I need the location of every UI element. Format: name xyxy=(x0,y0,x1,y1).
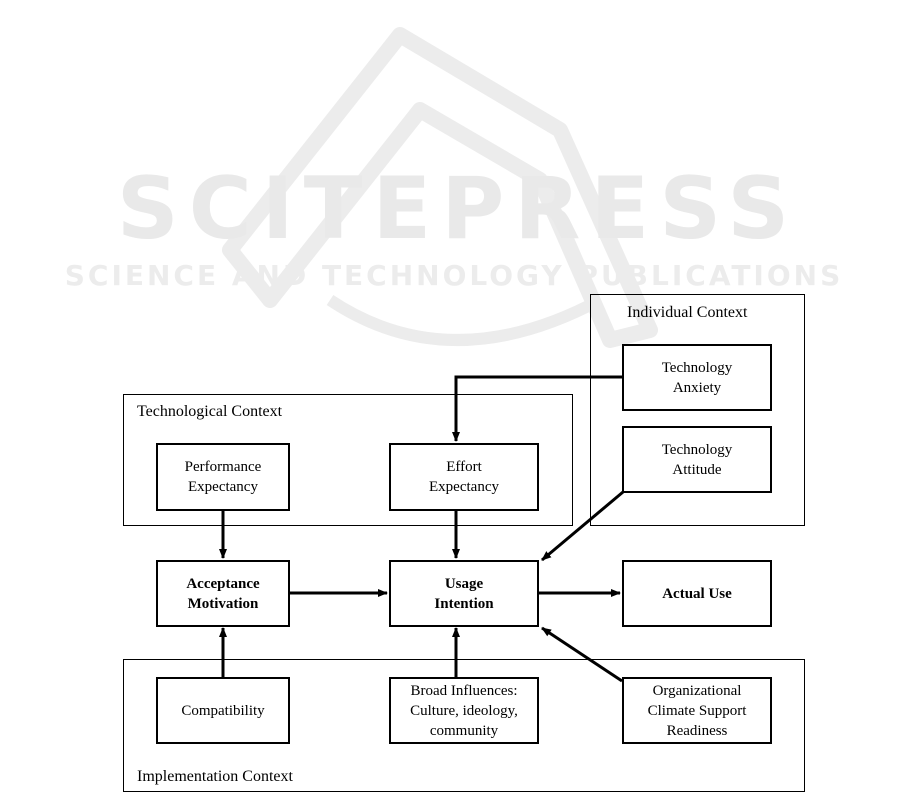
arrow-attitude-to-usage xyxy=(541,490,624,562)
technological-context-frame xyxy=(123,394,573,526)
acceptance-motivation-box: Acceptance Motivation xyxy=(156,560,290,627)
technology-anxiety-box: Technology Anxiety xyxy=(622,344,772,411)
compatibility-label: Compatibility xyxy=(181,702,265,719)
effort-expectancy-label: Effort Expectancy xyxy=(429,459,499,495)
organizational-climate-label: Organizational Climate Support Readiness xyxy=(647,682,747,739)
usage-intention-box: Usage Intention xyxy=(389,560,539,627)
implementation-context-frame xyxy=(123,659,805,792)
technology-attitude-label: Technology Attitude xyxy=(661,441,733,478)
acceptance-motivation-label: Acceptance Motivation xyxy=(186,575,260,612)
actual-use-label: Actual Use xyxy=(662,585,732,602)
broad-influences-box: Broad Influences: Culture, ideology, com… xyxy=(389,677,539,744)
actual-use-box: Actual Use xyxy=(622,560,772,627)
performance-expectancy-box: Performance Expectancy xyxy=(156,443,290,511)
technological-context-label: Technological Context xyxy=(137,403,283,420)
arrow-organizational-to-usage xyxy=(541,626,623,683)
organizational-climate-box: Organizational Climate Support Readiness xyxy=(622,677,772,744)
individual-context-frame xyxy=(590,294,805,526)
usage-intention-label: Usage Intention xyxy=(434,575,494,612)
implementation-context-label: Implementation Context xyxy=(137,768,293,785)
performance-expectancy-label: Performance Expectancy xyxy=(184,459,262,495)
compatibility-box: Compatibility xyxy=(156,677,290,744)
technology-anxiety-label: Technology Anxiety xyxy=(661,359,733,396)
technology-attitude-box: Technology Attitude xyxy=(622,426,772,493)
effort-expectancy-box: Effort Expectancy xyxy=(389,443,539,511)
broad-influences-label: Broad Influences: Culture, ideology, com… xyxy=(410,682,518,739)
arrow-anxiety-to-effort xyxy=(452,375,622,442)
individual-context-label: Individual Context xyxy=(627,304,748,321)
